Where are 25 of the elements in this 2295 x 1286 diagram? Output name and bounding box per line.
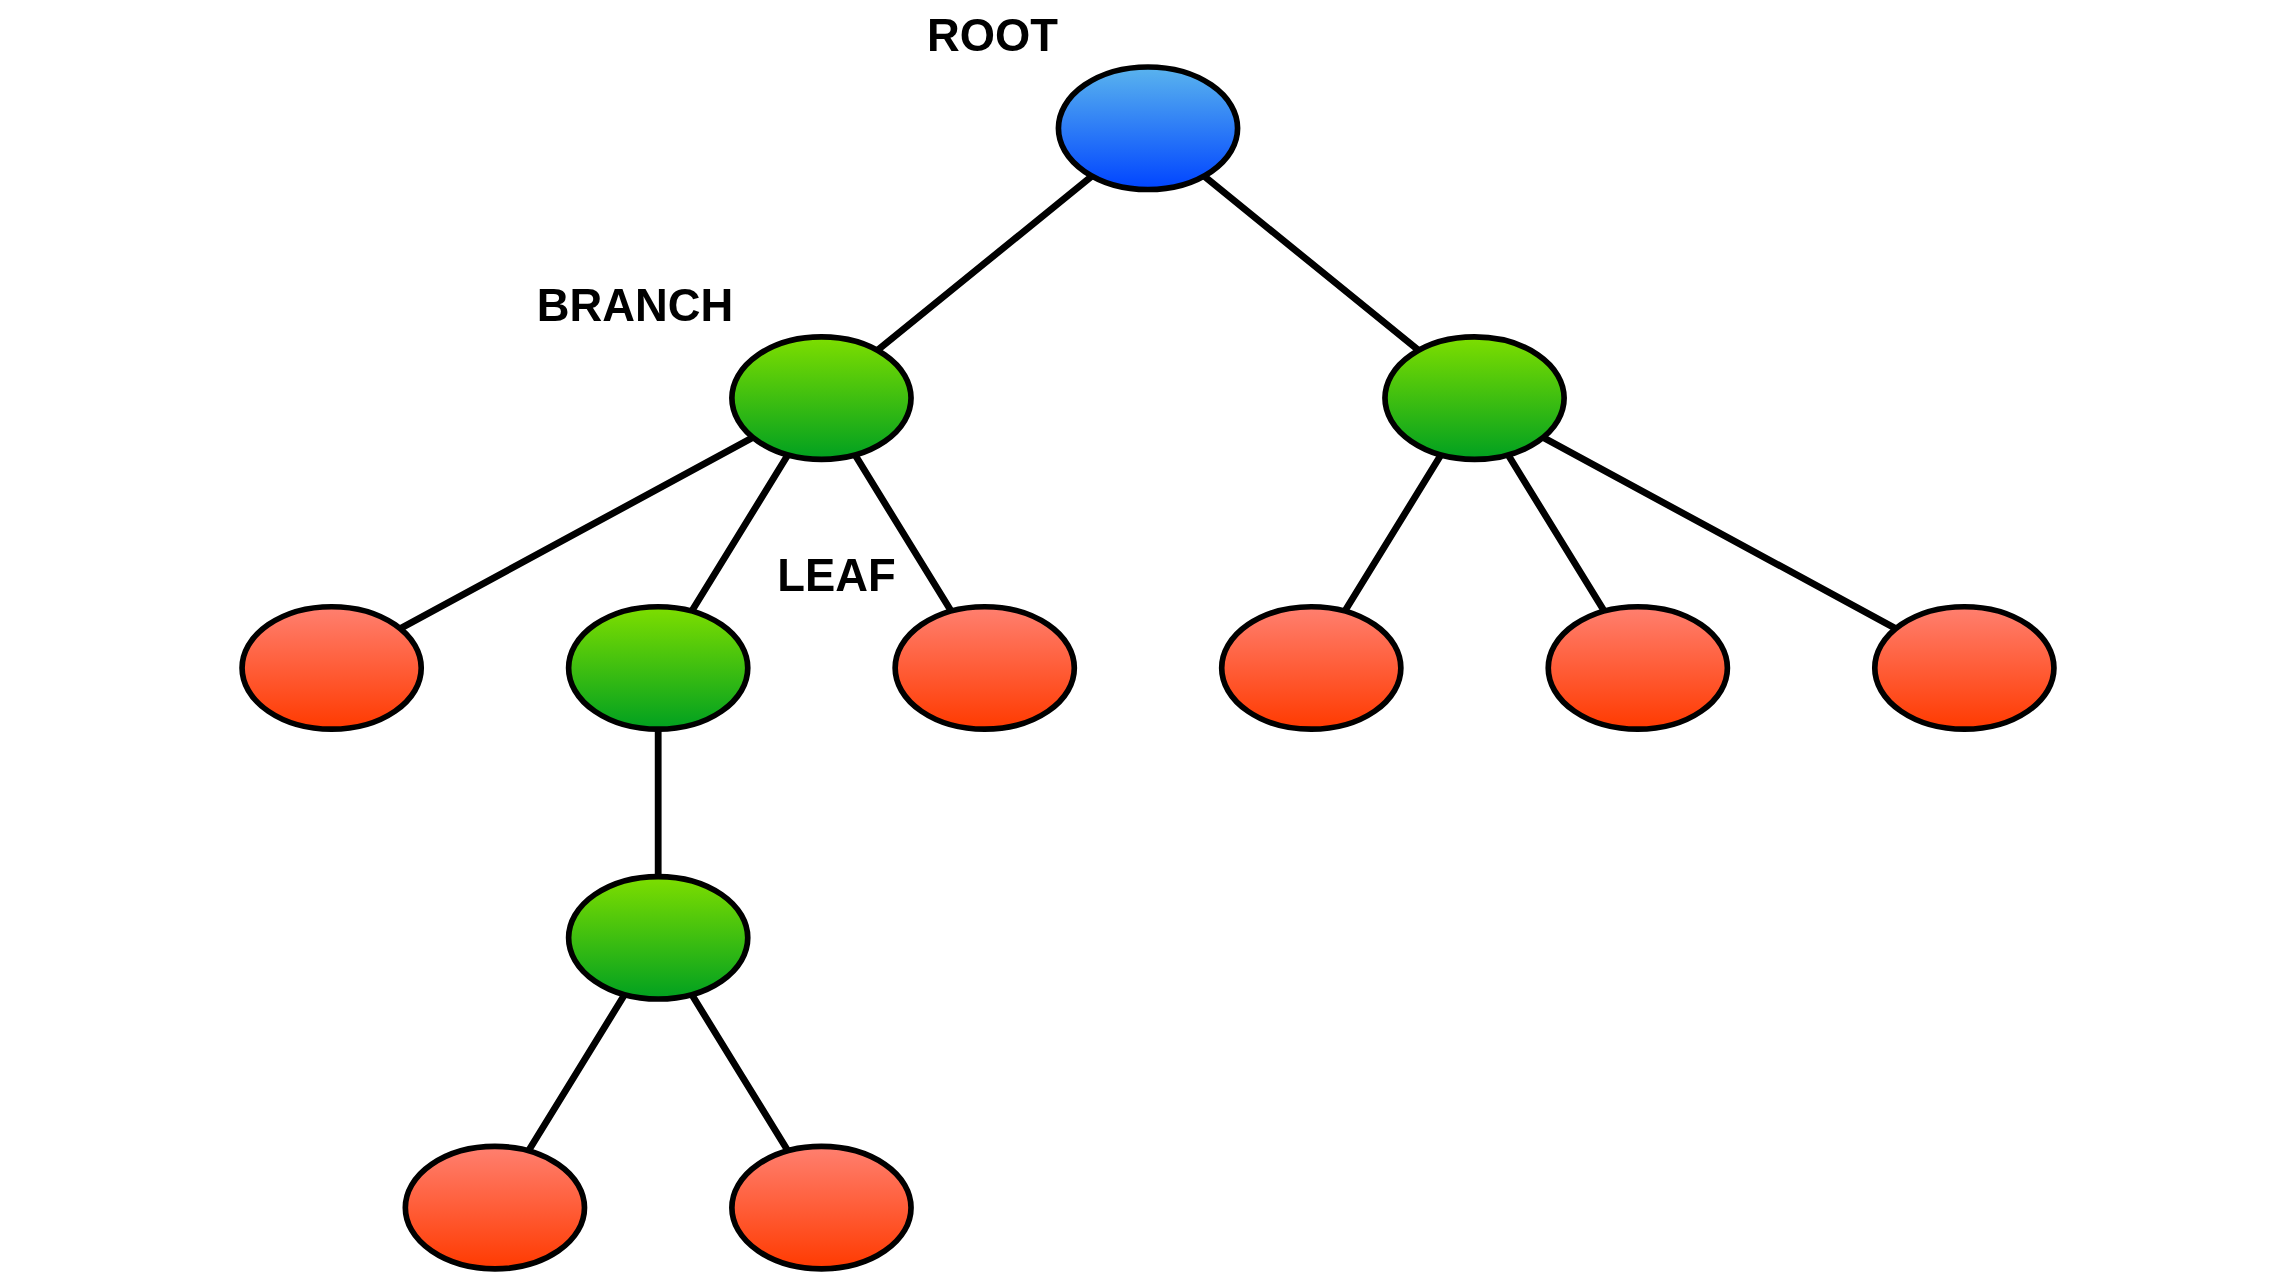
- connector: [1201, 173, 1420, 353]
- node-ellipse: [565, 603, 751, 732]
- node-ellipse: [891, 603, 1077, 732]
- node-ellipse: [238, 603, 424, 732]
- node-ellipse: [1218, 603, 1404, 732]
- connector: [875, 173, 1094, 353]
- connector: [1341, 453, 1444, 613]
- connector: [525, 993, 627, 1153]
- node-label: ROOT: [926, 10, 1058, 62]
- node-ellipse: [728, 1143, 914, 1272]
- node-ellipse: [728, 334, 914, 463]
- node-ellipse: [1381, 334, 1567, 463]
- node-label: LEAF: [776, 549, 896, 601]
- node-label: BRANCH: [536, 279, 733, 331]
- node-ellipse: [1544, 603, 1730, 732]
- connector: [654, 729, 662, 877]
- node-ellipse: [1055, 64, 1240, 193]
- connector: [1541, 434, 1897, 632]
- node-ellipse: [402, 1143, 587, 1272]
- node-ellipse: [565, 873, 751, 1002]
- node-ellipse: [1871, 603, 2057, 732]
- connector: [688, 453, 791, 613]
- connector: [1504, 453, 1607, 613]
- connector: [851, 453, 954, 613]
- connector: [398, 434, 754, 632]
